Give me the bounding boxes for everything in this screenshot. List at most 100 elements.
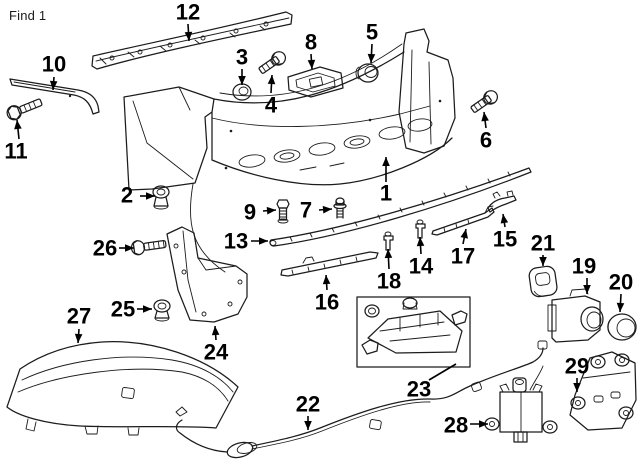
part-8-retainer-bracket: [287, 66, 344, 98]
part-16-support-strip: [280, 251, 379, 277]
callout-13[interactable]: 13: [224, 229, 268, 254]
callout-label-19[interactable]: 19: [572, 254, 596, 279]
callout-label-23[interactable]: 23: [407, 377, 431, 402]
callout-arrowhead-10: [49, 80, 58, 90]
part-5-plug: [355, 63, 379, 83]
callout-label-22[interactable]: 22: [296, 392, 320, 417]
part-7-screw: [333, 197, 347, 219]
callout-11[interactable]: 11: [4, 119, 28, 164]
callout-23[interactable]: 23: [407, 363, 457, 402]
callout-24[interactable]: 24: [204, 325, 229, 365]
callout-label-6[interactable]: 6: [480, 128, 492, 153]
callout-arrowhead-9: [266, 206, 276, 215]
callout-label-7[interactable]: 7: [300, 198, 312, 223]
callout-label-18[interactable]: 18: [377, 269, 401, 294]
part-1-bumper-cover: [123, 28, 456, 273]
callout-arrowhead-2: [146, 192, 155, 200]
callout-arrowhead-17: [460, 229, 468, 239]
callout-25[interactable]: 25: [111, 297, 152, 322]
part-13-lower-molding: [269, 167, 532, 247]
callout-arrowhead-12: [184, 31, 193, 41]
callout-label-8[interactable]: 8: [305, 30, 317, 55]
callout-arrowhead-19: [583, 285, 591, 294]
callout-label-25[interactable]: 25: [111, 297, 135, 322]
part-20-sensor-cap: [607, 313, 637, 341]
callout-label-10[interactable]: 10: [42, 52, 66, 77]
callout-21[interactable]: 21: [531, 231, 555, 267]
callout-label-21[interactable]: 21: [531, 231, 555, 256]
callout-7[interactable]: 7: [300, 198, 333, 223]
callout-leader-23: [428, 363, 457, 381]
callout-label-20[interactable]: 20: [609, 270, 633, 295]
callout-20[interactable]: 20: [609, 270, 633, 313]
callout-arrowhead-7: [322, 205, 332, 214]
part-21-sensor-retainer: [528, 265, 558, 298]
callout-28[interactable]: 28: [444, 413, 488, 438]
part-18-clip: [383, 231, 394, 251]
callout-label-14[interactable]: 14: [409, 254, 434, 279]
diagram-line-art: [6, 11, 637, 459]
callout-18[interactable]: 18: [377, 248, 401, 294]
callout-arrowhead-14: [416, 237, 425, 247]
callout-label-16[interactable]: 16: [315, 290, 339, 315]
part-2-clip: [152, 185, 170, 210]
callout-label-2[interactable]: 2: [121, 183, 133, 208]
callout-label-24[interactable]: 24: [204, 340, 229, 365]
part-24-mud-guard: [166, 226, 248, 323]
callout-label-13[interactable]: 13: [224, 229, 248, 254]
part-14-clip: [415, 219, 426, 239]
callout-19[interactable]: 19: [572, 254, 596, 295]
part-17-molding-support: [431, 205, 495, 236]
callout-27[interactable]: 27: [67, 304, 91, 344]
callout-26[interactable]: 26: [93, 236, 134, 261]
callout-arrowhead-4: [267, 75, 276, 85]
callout-label-4[interactable]: 4: [265, 93, 278, 118]
callout-arrowhead-21: [539, 257, 547, 266]
callout-label-9[interactable]: 9: [244, 200, 256, 225]
callout-arrowhead-25: [143, 305, 152, 313]
callout-arrowhead-11: [14, 120, 22, 130]
callout-1[interactable]: 1: [380, 157, 392, 206]
callout-10[interactable]: 10: [42, 52, 66, 91]
callout-4[interactable]: 4: [265, 74, 278, 118]
callout-6[interactable]: 6: [480, 111, 492, 153]
part-19-park-sensor: [547, 288, 604, 343]
part-6-bolt: [470, 90, 499, 113]
callout-14[interactable]: 14: [409, 236, 434, 279]
callout-arrowhead-8: [307, 59, 316, 69]
callout-2[interactable]: 2: [121, 183, 155, 208]
callout-label-5[interactable]: 5: [366, 20, 378, 45]
callout-9[interactable]: 9: [244, 200, 277, 225]
callout-22[interactable]: 22: [296, 392, 320, 431]
part-15-end-support: [487, 190, 517, 213]
callout-label-11[interactable]: 11: [4, 139, 27, 164]
callout-label-12[interactable]: 12: [176, 0, 200, 25]
callout-arrowhead-18: [384, 249, 393, 259]
callout-12[interactable]: 12: [176, 0, 200, 42]
callout-5[interactable]: 5: [366, 20, 378, 64]
callout-label-1[interactable]: 1: [380, 181, 392, 206]
callout-17[interactable]: 17: [451, 228, 475, 269]
callout-29[interactable]: 29: [565, 354, 589, 393]
callout-label-27[interactable]: 27: [67, 304, 91, 329]
part-27-bumper-extension: [6, 341, 239, 436]
callout-arrowhead-1: [382, 157, 390, 166]
part-22-wire-harness: [175, 340, 548, 459]
callout-16[interactable]: 16: [315, 274, 339, 315]
part-25-clip: [153, 299, 171, 322]
callout-3[interactable]: 3: [236, 45, 248, 86]
callout-label-15[interactable]: 15: [493, 227, 517, 252]
callout-label-28[interactable]: 28: [444, 413, 468, 438]
callout-label-26[interactable]: 26: [93, 236, 117, 261]
callout-arrowhead-22: [304, 421, 312, 430]
find-label: Find 1: [9, 8, 47, 23]
callout-arrowhead-5: [367, 53, 376, 63]
callout-arrowhead-28: [479, 420, 488, 428]
callout-8[interactable]: 8: [305, 30, 317, 70]
callout-label-29[interactable]: 29: [565, 354, 589, 379]
callout-label-3[interactable]: 3: [236, 45, 248, 70]
callout-label-17[interactable]: 17: [451, 244, 475, 269]
callout-arrowhead-26: [125, 244, 134, 252]
callout-15[interactable]: 15: [493, 213, 517, 252]
